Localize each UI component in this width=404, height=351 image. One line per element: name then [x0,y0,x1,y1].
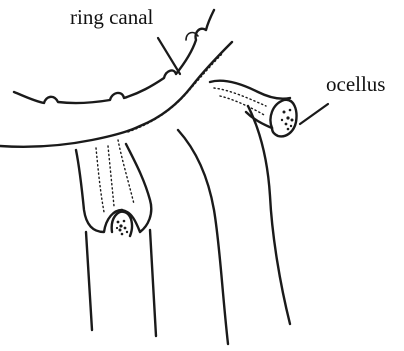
ocellus-knob-outline [271,100,297,137]
right-tentacle-right-edge [248,106,290,324]
left-bulb-outline-left [76,150,122,232]
left-ocellus-pigment [116,220,128,236]
ocellus-branch-lower-edge [246,112,272,128]
left-ocellus-pocket [112,212,132,236]
left-tentacle-bulb [76,140,156,336]
left-bulb-dotted-1 [96,148,104,212]
ring-canal-leader-line [158,38,180,74]
ocellus-leader-line [300,104,328,124]
left-tentacle-right-edge [150,230,156,336]
left-bulb-outline-right [122,144,151,232]
left-bulb-dotted-2 [108,146,114,206]
ring-canal-structure [0,10,232,147]
ocellus-branch-dotted-2 [220,96,266,116]
ocellus-annotation: ocellus [300,72,385,124]
ocellus-pigment [281,109,294,131]
left-bulb-dotted-3 [118,140,134,204]
right-tentacle [178,106,290,344]
ocellus-label: ocellus [326,72,385,96]
right-tentacle-left-edge [178,130,228,344]
ring-canal-annotation: ring canal [70,5,180,74]
ocellus-branch [210,81,297,137]
left-tentacle-left-edge [86,232,92,330]
ring-canal-label: ring canal [70,5,154,29]
